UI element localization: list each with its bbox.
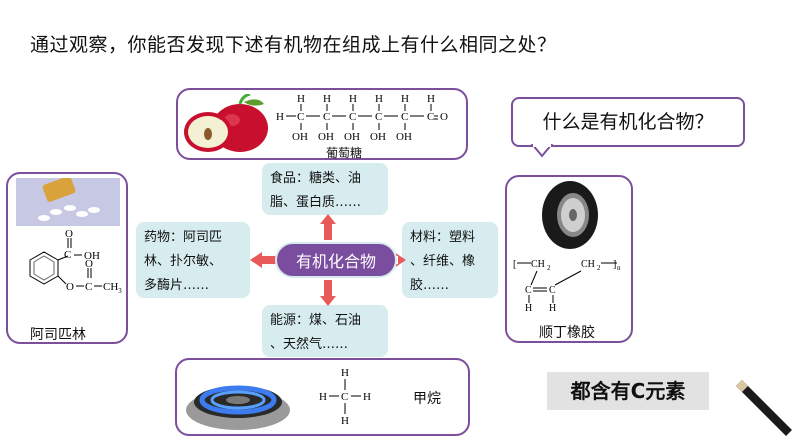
glucose-caption: 葡萄糖 [326,146,363,160]
apple-image [184,94,268,152]
svg-text:H: H [276,111,284,123]
svg-text:CH: CH [531,259,545,270]
svg-text:H: H [427,93,435,105]
svg-text:C: C [64,249,71,261]
food-box: 食品：糖类、油 脂、蛋白质…… [262,163,388,215]
methane-formula: H H C H H [319,367,371,427]
organic-compound-pill: 有机化合物 [275,242,397,278]
tire-image [542,181,598,249]
svg-text:CH3: CH3 [103,281,122,295]
medicine-line-3: 多酶片…… [144,278,210,293]
energy-line-2: 、天然气…… [270,337,349,352]
answer-box: 都含有C元素 [547,372,709,410]
svg-text:C: C [427,111,434,123]
svg-text:[: [ [513,259,516,270]
materials-line-1: 材料：塑料 [410,230,476,245]
medicine-line-2: 林、扑尔敏、 [144,254,223,269]
energy-line-1: 能源：煤、石油 [270,313,362,328]
callout-tail [530,144,554,158]
svg-text:n: n [617,264,621,272]
svg-text:O: O [440,111,448,123]
materials-box: 材料：塑料 、纤维、橡 胶…… [402,222,498,298]
question-text: 通过观察，你能否发现下述有机物在组成上有什么相同之处？ [30,34,557,56]
svg-text:H: H [349,93,357,105]
svg-text:H: H [341,367,349,379]
arrow-up [320,214,336,240]
svg-text:OH: OH [370,131,386,143]
svg-text:C: C [401,111,408,123]
aspirin-card: C O OH O C O CH3 阿司匹林 [6,172,128,344]
aspirin-formula: C O OH O C O CH3 [29,228,122,295]
arrow-left [250,252,276,268]
svg-text:2: 2 [597,264,601,272]
svg-text:CH: CH [581,259,595,270]
svg-text:H: H [401,93,409,105]
arrow-right [394,252,406,268]
food-line-2: 脂、蛋白质…… [270,195,362,210]
aspirin-caption: 阿司匹林 [30,327,86,343]
svg-text:O: O [65,228,73,240]
svg-text:C: C [323,111,330,123]
svg-text:O: O [85,258,93,270]
svg-text:]: ] [613,259,616,270]
arrow-down [320,280,336,306]
rubber-caption: 顺丁橡胶 [539,325,595,341]
methane-caption: 甲烷 [413,391,441,407]
callout-question: 什么是有机化合物？ [511,97,745,147]
pills-image [16,178,120,226]
medicine-line-1: 药物：阿司匹 [144,230,223,245]
svg-text:H: H [375,93,383,105]
svg-text:C: C [549,285,556,296]
materials-line-3: 胶…… [410,278,450,293]
svg-text:H: H [323,93,331,105]
svg-text:OH: OH [318,131,334,143]
svg-text:H: H [319,391,327,403]
materials-line-2: 、纤维、橡 [410,254,476,269]
svg-text:C: C [375,111,382,123]
energy-box: 能源：煤、石油 、天然气…… [262,305,388,357]
svg-text:OH: OH [396,131,412,143]
gas-flame-image [186,385,290,430]
arrows [250,214,406,306]
svg-text:C: C [341,391,348,403]
svg-text:H: H [341,415,349,427]
svg-text:C: C [85,281,92,293]
methane-card: H H C H H 甲烷 [175,358,470,436]
svg-text:C: C [349,111,356,123]
svg-text:OH: OH [344,131,360,143]
svg-text:OH: OH [84,250,100,262]
pen-image [736,380,792,436]
svg-text:H: H [363,391,371,403]
svg-text:C: C [525,285,532,296]
food-line-1: 食品：糖类、油 [270,171,362,186]
svg-text:H: H [549,303,556,313]
svg-text:H: H [525,303,532,313]
svg-text:2: 2 [547,264,551,272]
svg-text:H: H [297,93,305,105]
medicine-box: 药物：阿司匹 林、扑尔敏、 多酶片…… [136,222,250,298]
svg-text:OH: OH [292,131,308,143]
svg-text:C: C [297,111,304,123]
svg-text:O: O [66,281,74,293]
